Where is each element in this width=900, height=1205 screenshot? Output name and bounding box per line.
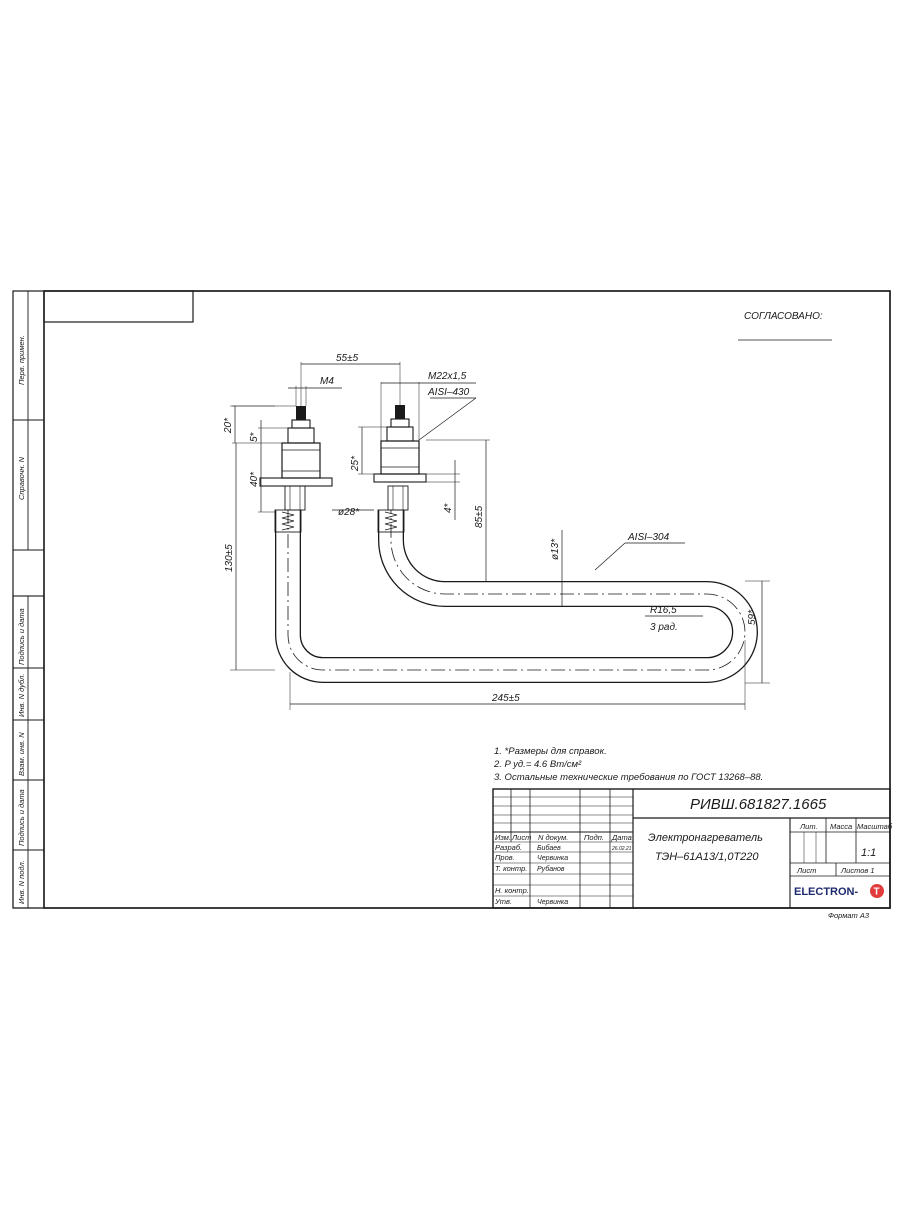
role-prov: Пров.: [495, 853, 515, 862]
strip-label-podpis-1: Подпись и дата: [17, 608, 26, 665]
right-terminal: [373, 405, 427, 533]
scale-value: 1:1: [861, 847, 876, 859]
strip-label-spravochn: Справочн. N: [17, 456, 26, 500]
col-date: Дата: [611, 833, 632, 842]
dim-loop-height: 59*: [747, 609, 758, 625]
name-utv: Червинка: [537, 899, 568, 906]
dim-total-length: 245±5: [491, 693, 520, 704]
company-logo-letter: T: [874, 887, 880, 898]
dim-flange-thickness: 4*: [443, 502, 454, 513]
strip-label-vzam: Взам. инв. N: [17, 732, 26, 776]
product-designation: ТЭН–61А13/1,0Т220: [655, 851, 759, 863]
dim-terminal-spacing: 55±5: [336, 353, 359, 364]
name-prov: Червинка: [537, 855, 568, 862]
left-terminal: [259, 406, 333, 533]
sheets-label: Листов 1: [840, 866, 875, 875]
mass-label: Масса: [830, 822, 852, 831]
date-razrab: 26.02.21: [611, 846, 632, 852]
dim-stud-length: 20*: [223, 417, 234, 434]
top-left-box: [43, 290, 194, 323]
col-izm: Изм.: [495, 833, 511, 842]
product-name: Электронагреватель: [648, 832, 763, 844]
technical-notes: 1. *Размеры для справок. 2. P уд.= 4.6 В…: [493, 746, 763, 783]
dim-left-height: 130±5: [224, 544, 235, 572]
role-utv: Утв.: [494, 897, 512, 906]
strip-label-inv-podl: Инв. N подл.: [17, 860, 26, 904]
strip-label-podpis-2: Подпись и дата: [17, 789, 26, 846]
heater-tube: [275, 510, 758, 683]
strip-label-perv: Перв. примен.: [17, 335, 26, 385]
label-fitting-material: AISI–430: [427, 387, 470, 398]
company-name: ELECTRON-: [794, 886, 859, 898]
approval-label: СОГЛАСОВАНО:: [744, 311, 823, 322]
note-1: 1. *Размеры для справок.: [494, 746, 607, 757]
scale-label: Масштаб: [857, 822, 893, 831]
strip-label-inv-dubl: Инв. N дубл.: [17, 674, 26, 717]
doc-number: РИВШ.681827.1665: [690, 796, 827, 813]
col-sign: Подп.: [584, 833, 604, 842]
note-2: 2. P уд.= 4.6 Вт/см²: [493, 759, 582, 770]
dimension-lines: [230, 362, 770, 710]
dim-bend-count: 3 рад.: [650, 622, 678, 633]
col-list: Лист: [511, 833, 531, 842]
col-doc: N докум.: [538, 833, 568, 842]
name-tkontr: Рубанов: [537, 865, 565, 873]
dim-right-height: 85±5: [474, 505, 485, 528]
dim-thread-large: M22x1,5: [428, 371, 467, 382]
dimension-labels: 55±5 M4 M22x1,5 AISI–430 20* 5* 40* 25* …: [223, 353, 758, 704]
dim-thread-small: M4: [320, 376, 334, 387]
dim-tube-diameter: ø13*: [550, 538, 561, 560]
dim-nut-height: 5*: [249, 431, 260, 442]
role-razrab: Разраб.: [495, 843, 522, 852]
note-3: 3. Остальные технические требования по Г…: [494, 772, 763, 783]
format-label: Формат А3: [828, 911, 870, 920]
name-razrab: Бибаев: [537, 844, 561, 852]
role-tkontr: Т. контр.: [495, 864, 527, 873]
dim-fitting-height: 40*: [249, 471, 260, 487]
dim-flange-diameter: ø28*: [338, 507, 360, 518]
dim-fitting-height-right: 25*: [350, 455, 361, 472]
side-strip: Перв. примен. Справочн. N Подпись и дата…: [12, 291, 45, 909]
role-nkontr: Н. контр.: [495, 886, 529, 895]
dim-bend-radius: R16,5: [650, 605, 677, 616]
company-logo-mark: [870, 884, 884, 898]
title-block: Изм. Лист N докум. Подп. Дата Разраб. Би…: [492, 788, 893, 909]
lit-label: Лит.: [799, 822, 818, 831]
label-tube-material: AISI–304: [627, 532, 670, 543]
tube-centerline: [287, 510, 746, 671]
sheet-label: Лист: [796, 866, 816, 875]
